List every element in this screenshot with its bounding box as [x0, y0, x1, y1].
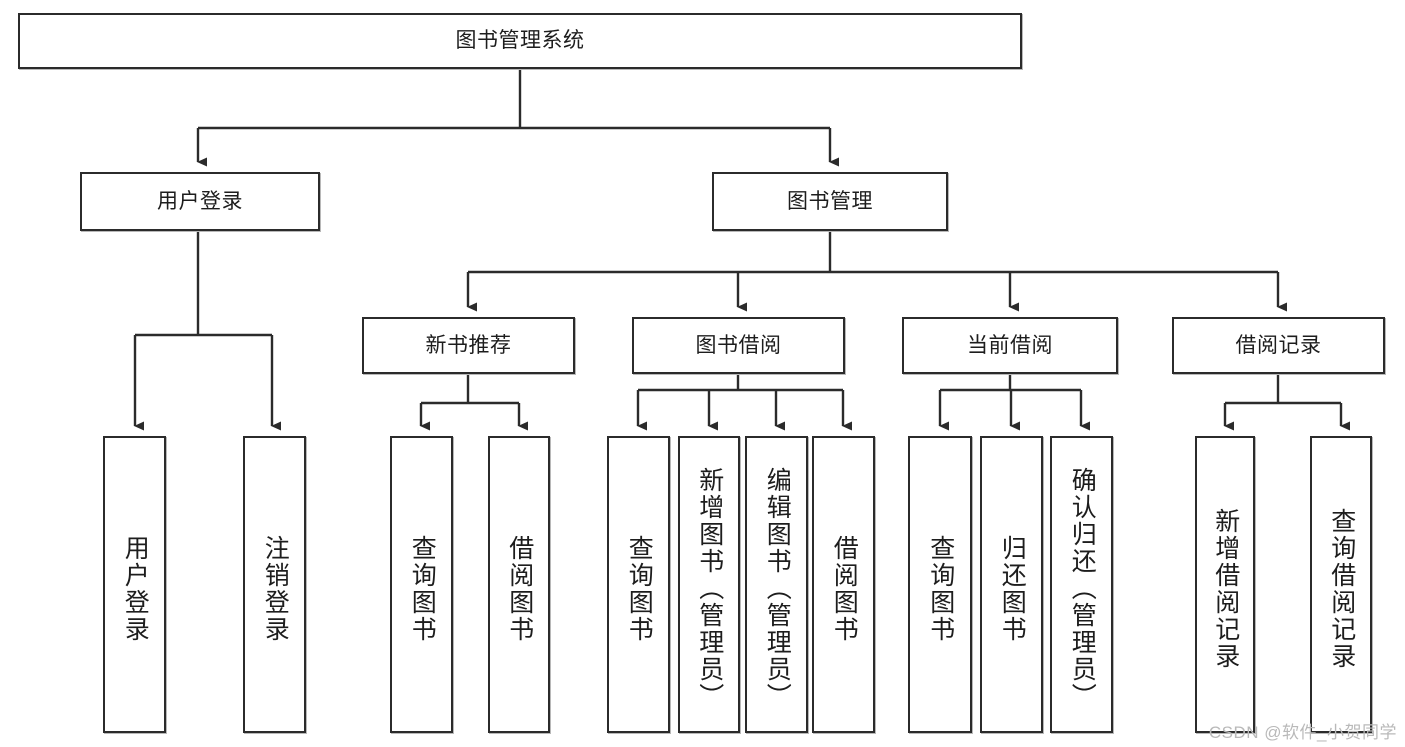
- leaf-borrow-book[interactable]: 借阅图书: [812, 436, 875, 733]
- leaf-query-book-borrow-label: 查询图书: [625, 534, 654, 643]
- leaf-query-borrow-record-label: 查询借阅记录: [1327, 507, 1356, 670]
- node-new-book-recommend[interactable]: 新书推荐: [362, 317, 575, 374]
- leaf-return-book-label: 归还图书: [998, 534, 1027, 643]
- leaf-query-book-newbook-label: 查询图书: [408, 534, 437, 643]
- node-borrow-record[interactable]: 借阅记录: [1172, 317, 1385, 374]
- node-user-login[interactable]: 用户登录: [80, 172, 320, 231]
- leaf-logout-label: 注销登录: [261, 534, 290, 643]
- node-book-management[interactable]: 图书管理: [712, 172, 948, 231]
- leaf-add-borrow-record-label: 新增借阅记录: [1211, 507, 1240, 670]
- leaf-logout[interactable]: 注销登录: [243, 436, 306, 733]
- leaf-borrow-book-newbook[interactable]: 借阅图书: [488, 436, 550, 733]
- node-book-borrow-label: 图书借阅: [695, 333, 782, 357]
- leaf-add-book-admin[interactable]: 新增图书（管理员）: [678, 436, 740, 733]
- node-book-management-label: 图书管理: [787, 189, 873, 213]
- leaf-query-book-current[interactable]: 查询图书: [908, 436, 972, 733]
- leaf-query-book-current-label: 查询图书: [926, 534, 955, 643]
- leaf-confirm-return-admin-label: 确认归还（管理员）: [1068, 467, 1097, 710]
- node-current-borrow[interactable]: 当前借阅: [902, 317, 1118, 374]
- node-root[interactable]: 图书管理系统: [18, 13, 1022, 69]
- node-current-borrow-label: 当前借阅: [967, 333, 1053, 357]
- node-user-login-label: 用户登录: [157, 189, 243, 213]
- csdn-watermark: CSDN @软件_小贺同学: [1208, 723, 1397, 742]
- leaf-add-book-admin-label: 新增图书（管理员）: [695, 467, 724, 710]
- leaf-query-book-newbook[interactable]: 查询图书: [390, 436, 453, 733]
- leaf-user-login-label: 用户登录: [121, 534, 150, 643]
- leaf-add-borrow-record[interactable]: 新增借阅记录: [1195, 436, 1255, 733]
- node-borrow-record-label: 借阅记录: [1235, 333, 1322, 357]
- leaf-edit-book-admin-label: 编辑图书（管理员）: [763, 467, 792, 710]
- node-book-borrow[interactable]: 图书借阅: [632, 317, 845, 374]
- leaf-query-borrow-record[interactable]: 查询借阅记录: [1310, 436, 1372, 733]
- leaf-user-login[interactable]: 用户登录: [103, 436, 166, 733]
- leaf-return-book[interactable]: 归还图书: [980, 436, 1043, 733]
- leaf-confirm-return-admin[interactable]: 确认归还（管理员）: [1050, 436, 1113, 733]
- node-new-book-recommend-label: 新书推荐: [425, 333, 512, 357]
- leaf-edit-book-admin[interactable]: 编辑图书（管理员）: [745, 436, 808, 733]
- leaf-borrow-book-label: 借阅图书: [830, 534, 859, 643]
- node-root-label: 图书管理系统: [455, 29, 585, 53]
- leaf-query-book-borrow[interactable]: 查询图书: [607, 436, 670, 733]
- leaf-borrow-book-newbook-label: 借阅图书: [505, 534, 534, 643]
